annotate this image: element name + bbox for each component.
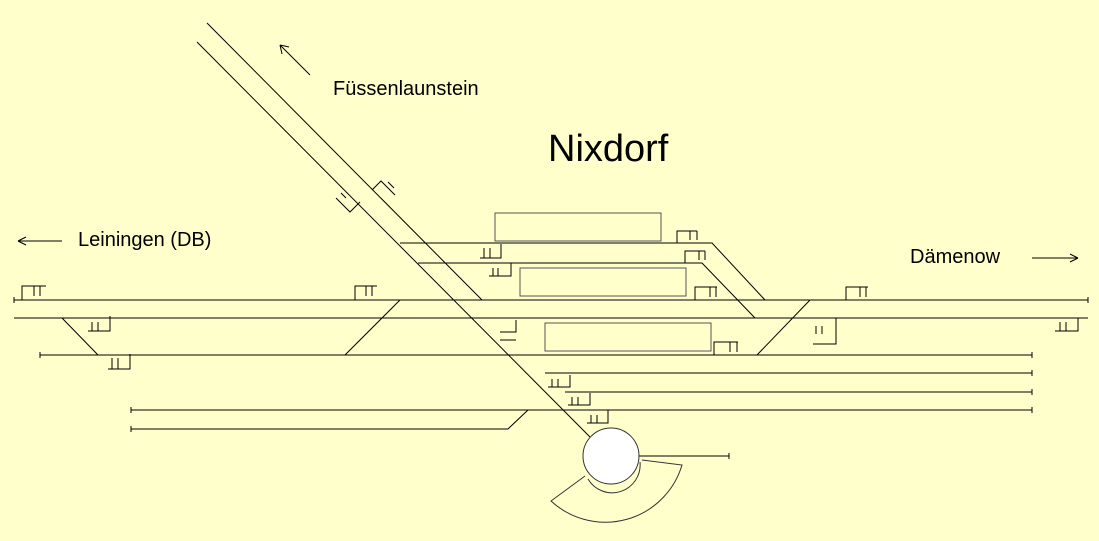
shed-inner — [587, 461, 641, 494]
track-station-1[interactable] — [400, 242, 766, 301]
platform-1 — [494, 212, 662, 242]
signal-icon — [88, 316, 111, 332]
signal-icon — [21, 285, 46, 300]
destination-north: Füssenlaunstein — [333, 78, 479, 100]
signals — [21, 180, 1079, 424]
signal-icon — [480, 244, 502, 259]
signal-icon — [371, 180, 396, 196]
signal-icon — [108, 354, 131, 370]
station-title: Nixdorf — [548, 128, 669, 170]
engine-shed — [550, 459, 683, 523]
track-north-1[interactable] — [206, 22, 483, 301]
signal-icon — [335, 192, 361, 213]
platform-3 — [544, 322, 712, 352]
signal-icon — [568, 393, 591, 406]
signal-icon — [587, 410, 609, 424]
track-station-2[interactable] — [418, 262, 756, 319]
track-siding-5[interactable] — [131, 409, 529, 430]
signal-icon — [354, 285, 377, 300]
turntable[interactable] — [582, 427, 640, 485]
arrow-north-icon — [279, 44, 311, 76]
signal-icon — [684, 250, 706, 263]
signal-icon — [489, 263, 512, 277]
arrow-west-icon — [17, 236, 62, 246]
signal-icon — [813, 318, 837, 345]
crossover-west-2[interactable] — [344, 299, 401, 356]
buffer-stops — [13, 297, 1089, 459]
signal-icon — [845, 286, 868, 300]
direction-arrows — [17, 44, 1079, 263]
track-north-2[interactable] — [196, 41, 591, 438]
destination-east: Dämenow — [910, 246, 1001, 268]
platforms — [494, 212, 712, 352]
signal-icon — [713, 341, 738, 355]
arrow-east-icon — [1032, 253, 1079, 263]
platform-2 — [519, 267, 687, 297]
destination-west: Leiningen (DB) — [78, 229, 212, 251]
signal-icon — [676, 230, 698, 243]
signal-icon — [1055, 318, 1079, 332]
signal-icon — [548, 375, 571, 388]
signal-icon — [500, 320, 517, 341]
crossover-east[interactable] — [756, 299, 811, 356]
crossover-west-1[interactable] — [61, 317, 99, 356]
signal-icon — [694, 286, 717, 300]
